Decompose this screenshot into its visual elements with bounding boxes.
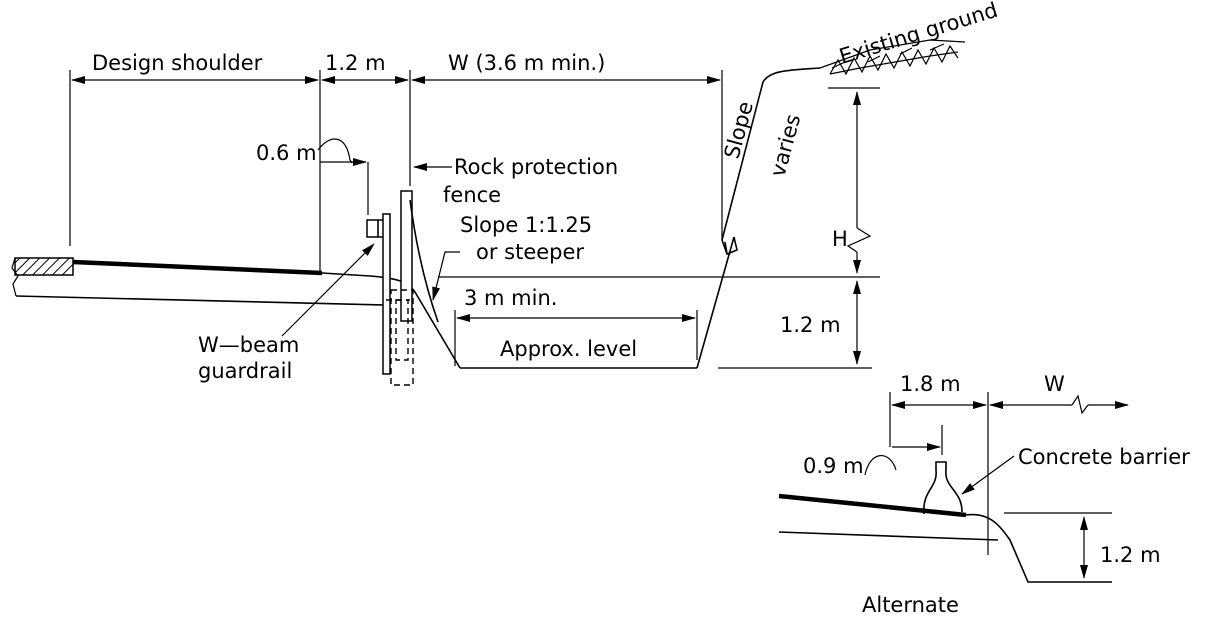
height-dimensions: H 1.2 m (438, 87, 880, 369)
offset-0-6-leader (317, 138, 353, 164)
alt-shoulder (778, 493, 967, 518)
label-concrete-barrier: Concrete barrier (1018, 445, 1190, 469)
label-1-2-right: 1.2 m (780, 313, 841, 337)
label-h: H (832, 227, 848, 251)
subgrade-line (15, 295, 384, 306)
back-slope (696, 236, 735, 369)
label-1-2-alt: 1.2 m (1100, 543, 1161, 567)
label-offset-0-6: 0.6 m (256, 141, 317, 165)
label-0-9: 0.9 m (803, 454, 864, 478)
label-1-2-top: 1.2 m (325, 51, 386, 75)
label-w-small: W (1044, 372, 1065, 396)
pavement-break-line (11, 257, 19, 297)
label-approx-level: Approx. level (500, 337, 637, 361)
barrier-leader (961, 455, 1015, 495)
label-design-shoulder: Design shoulder (92, 51, 263, 75)
label-alternate: Alternate (862, 593, 959, 617)
label-1-8: 1.8 m (900, 372, 961, 396)
fore-slope (414, 291, 461, 369)
main-section (11, 39, 966, 386)
label-wbeam-2: guardrail (198, 359, 292, 383)
offset-0-9-leader (864, 455, 897, 476)
label-wbeam-1: W—beam (198, 333, 299, 357)
pavement-edge-hatch (14, 257, 74, 276)
label-rock-fence-1: Rock protection (454, 155, 618, 179)
label-slope-ratio-2: or steeper (476, 240, 584, 264)
label-w-width: W (3.6 m min.) (448, 51, 605, 75)
rock-fence-curve (409, 199, 439, 323)
slope-ratio-callout: Slope 1:1.25 or steeper (432, 213, 592, 301)
existing-ground-hatch (819, 39, 966, 76)
top-dimensions: Design shoulder 1.2 m W (3.6 m min.) (71, 51, 721, 84)
concrete-barrier (923, 461, 963, 515)
w-small-break (1071, 394, 1089, 415)
upper-slope (721, 67, 821, 255)
rock-fence-callout: Rock protection fence (413, 155, 618, 207)
shoulder-surface (72, 259, 323, 276)
fence-post (400, 190, 413, 322)
ditch-dimensions: 3 m min. Approx. level (454, 286, 698, 366)
label-3m-min: 3 m min. (464, 286, 557, 310)
label-varies: varies (766, 112, 806, 180)
wbeam-leader (281, 243, 375, 337)
offset-0-6: 0.6 m (256, 138, 367, 166)
slope-ratio-leader (432, 251, 460, 301)
slope-break (724, 236, 738, 256)
alternate-section: 1.8 m W 0.9 m Concrete barrier 1.2 m Alt… (778, 372, 1190, 617)
wbeam-callout: W—beam guardrail (198, 243, 375, 383)
alt-surface (965, 513, 1112, 583)
post-footing-dashed (386, 289, 414, 386)
alt-subgrade (778, 531, 999, 541)
w-beam-guardrail (366, 213, 391, 375)
label-slope-ratio-1: Slope 1:1.25 (460, 213, 592, 237)
h-break (846, 227, 872, 253)
label-rock-fence-2: fence (443, 183, 501, 207)
label-slope: Slope (720, 99, 758, 161)
